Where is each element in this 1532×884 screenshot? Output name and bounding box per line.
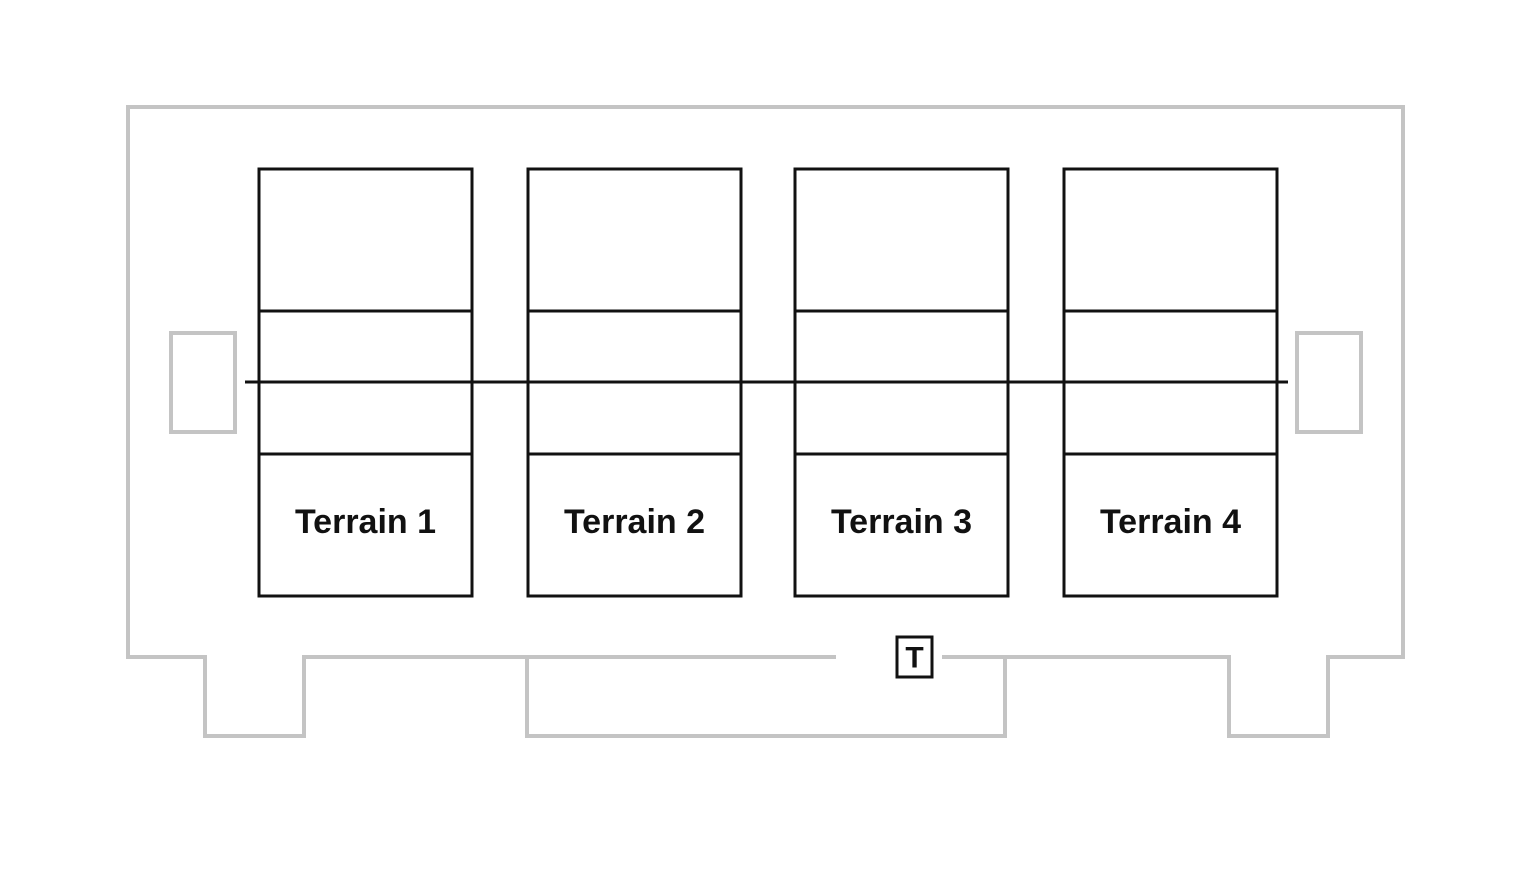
building-outline (126, 105, 1405, 738)
terrain-1-label: Terrain 1 (295, 503, 436, 541)
left-side-rect (169, 331, 237, 434)
t-marker-label: T (905, 642, 923, 675)
terrain-2[interactable]: Terrain 2 (526, 167, 743, 598)
terrain-3-label: Terrain 3 (831, 503, 972, 541)
t-marker-box (895, 635, 934, 679)
right-side-rect (1295, 331, 1363, 434)
t-marker[interactable]: T (895, 635, 934, 679)
terrain-4-label: Terrain 4 (1100, 503, 1241, 541)
lower-bay-outline (525, 657, 1007, 738)
terrain-2-label: Terrain 2 (564, 503, 705, 541)
